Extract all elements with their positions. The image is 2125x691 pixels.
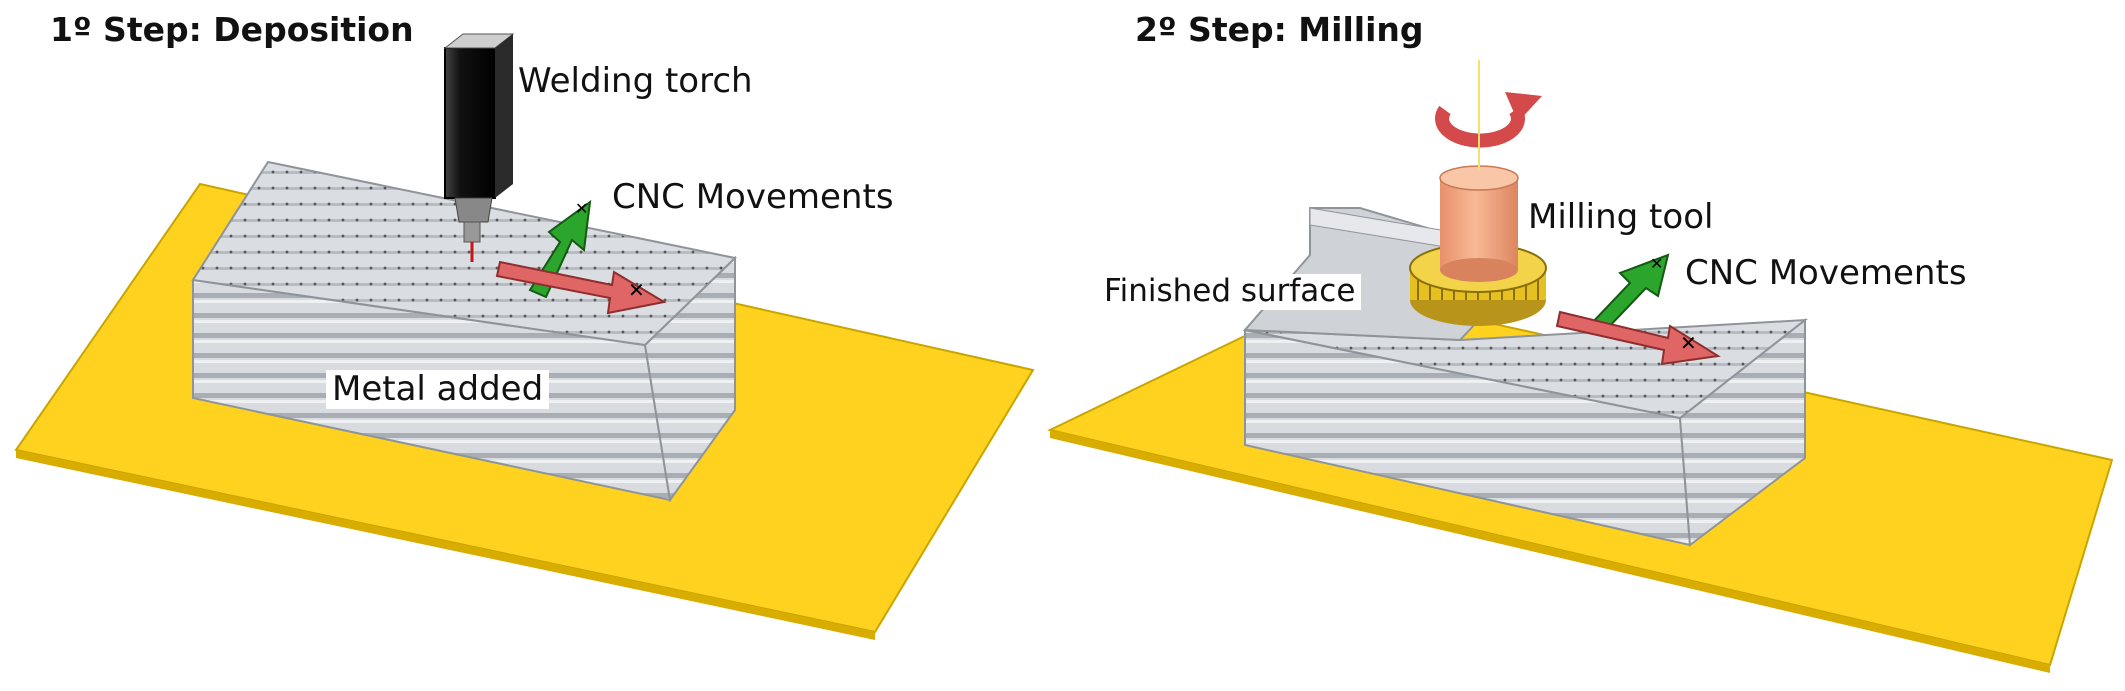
panel-deposition: ✕ ✕ [14,33,1035,640]
milling-tool [1439,165,1519,282]
panel-1-title: 1º Step: Deposition [50,10,414,49]
svg-text:✕: ✕ [628,278,645,302]
welding-torch [443,33,515,262]
welding-torch-label: Welding torch [518,61,753,101]
cnc-movements-label: CNC Movements [1685,253,1967,293]
cnc-movements-label: CNC Movements [612,177,894,217]
panel-2-title: 2º Step: Milling [1135,10,1424,49]
rotation-arrow-icon [1435,60,1542,170]
panel-milling: ✕ ✕ [1047,60,2114,673]
finished-surface-label: Finished surface [1098,273,1362,310]
cnc-arrow-red [1555,310,1721,366]
svg-text:✕: ✕ [1680,331,1697,355]
svg-text:✕: ✕ [1650,254,1663,273]
milling-tool-label: Milling tool [1528,197,1714,237]
metal-added-label: Metal added [326,369,550,410]
svg-text:✕: ✕ [575,199,588,218]
cnc-arrow-red [495,260,667,315]
